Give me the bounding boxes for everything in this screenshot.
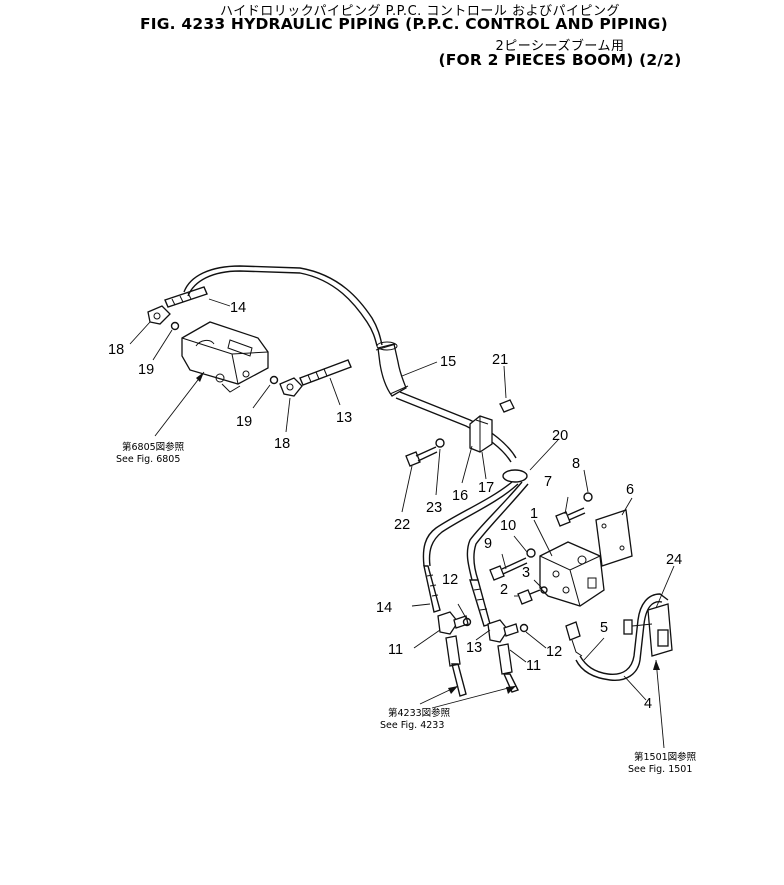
bolt-2: [517, 589, 541, 605]
oring-12-left: [462, 617, 472, 627]
callout-labels: 14 18 19 19 18 13 15 21 20 8 7 6 23 16 1…: [108, 300, 682, 712]
callout-14-upper: 14: [230, 300, 246, 316]
ref-6805-en: See Fig. 6805: [116, 454, 180, 465]
callout-13-upper: 13: [336, 410, 352, 426]
callout-10: 10: [500, 518, 516, 534]
clamp-16-17: [469, 415, 493, 453]
title-japanese: ハイドロリックパイピング P.P.C. コントロール およびパイピング: [219, 4, 621, 19]
callout-22: 22: [394, 517, 410, 533]
leader-lines: [129, 298, 675, 701]
washer-3: [540, 586, 548, 594]
hose-13-lower: [469, 579, 491, 627]
connector-24: [623, 603, 673, 657]
callout-21: 21: [492, 352, 508, 368]
callout-8: 8: [572, 456, 580, 472]
callout-7: 7: [544, 474, 552, 490]
hose-14-lower: [423, 565, 441, 613]
bolt-9: [489, 557, 528, 581]
callout-6: 6: [626, 482, 634, 498]
bolt-22: [405, 446, 438, 467]
fitting-18-lower: [279, 377, 303, 397]
callout-19-lower: 19: [236, 414, 252, 430]
callout-18-upper: 18: [108, 342, 124, 358]
hose-stubs-lower: [451, 663, 519, 697]
callout-23: 23: [426, 500, 442, 516]
hose-13-upper: [299, 359, 352, 386]
bolt-7: [555, 507, 586, 527]
oring-19-upper: [170, 321, 180, 331]
callout-3: 3: [522, 565, 530, 581]
callout-17: 17: [478, 480, 494, 496]
ppc-valve-left: [181, 321, 269, 393]
reference-arrows: [154, 371, 665, 749]
callout-11-right: 11: [526, 658, 541, 674]
reference-notes: 第6805図参照 See Fig. 6805 第4233図参照 See Fig.…: [116, 441, 697, 775]
subtitle-english: (FOR 2 PIECES BOOM) (2/2): [438, 51, 682, 69]
washer-10: [526, 548, 536, 558]
callout-18-lower: 18: [274, 436, 290, 452]
ppc-valve-1: [539, 541, 605, 607]
ref-4233-en: See Fig. 4233: [380, 720, 444, 731]
oring-19-lower: [269, 375, 279, 385]
wiring-harness-4: [575, 593, 669, 681]
callout-2: 2: [500, 582, 508, 598]
elbow-15: [375, 341, 409, 397]
callout-4: 4: [644, 696, 652, 712]
ref-4233-jp: 第4233図参照: [388, 707, 451, 719]
callout-24: 24: [666, 552, 682, 568]
bolt-21: [499, 399, 515, 413]
upper-pipe-run: [183, 265, 383, 347]
washer-8: [583, 492, 593, 502]
callout-14-lower: 14: [376, 600, 392, 616]
washer-23: [435, 438, 445, 448]
callout-12-right: 12: [546, 644, 562, 660]
ref-1501-en: See Fig. 1501: [628, 764, 692, 775]
tee-fitting-11-right: [487, 619, 519, 675]
pipe-to-clamp: [395, 391, 517, 463]
callout-20: 20: [552, 428, 568, 444]
oring-12-right: [519, 623, 529, 633]
pipes-down-left: [422, 481, 529, 581]
ref-1501-jp: 第1501図参照: [634, 751, 697, 763]
callout-15: 15: [440, 354, 456, 370]
callout-13-lower: 13: [466, 640, 482, 656]
callout-16: 16: [452, 488, 468, 504]
callout-12-left: 12: [442, 572, 458, 588]
callout-19-upper: 19: [138, 362, 154, 378]
fitting-18-upper: [147, 305, 171, 325]
callout-5: 5: [600, 620, 608, 636]
title-english: FIG. 4233 HYDRAULIC PIPING (P.P.C. CONTR…: [140, 15, 668, 33]
callout-9: 9: [484, 536, 492, 552]
pressure-switch-5: [565, 621, 583, 657]
plate-6: [595, 509, 633, 567]
ref-6805-jp: 第6805図参照: [122, 441, 185, 453]
callout-1: 1: [530, 506, 538, 522]
hose-14-upper: [164, 286, 208, 308]
clamp-20: [502, 469, 528, 483]
callout-11-left: 11: [388, 642, 403, 658]
subtitle-japanese: 2ピーシーズブーム用: [495, 39, 625, 54]
